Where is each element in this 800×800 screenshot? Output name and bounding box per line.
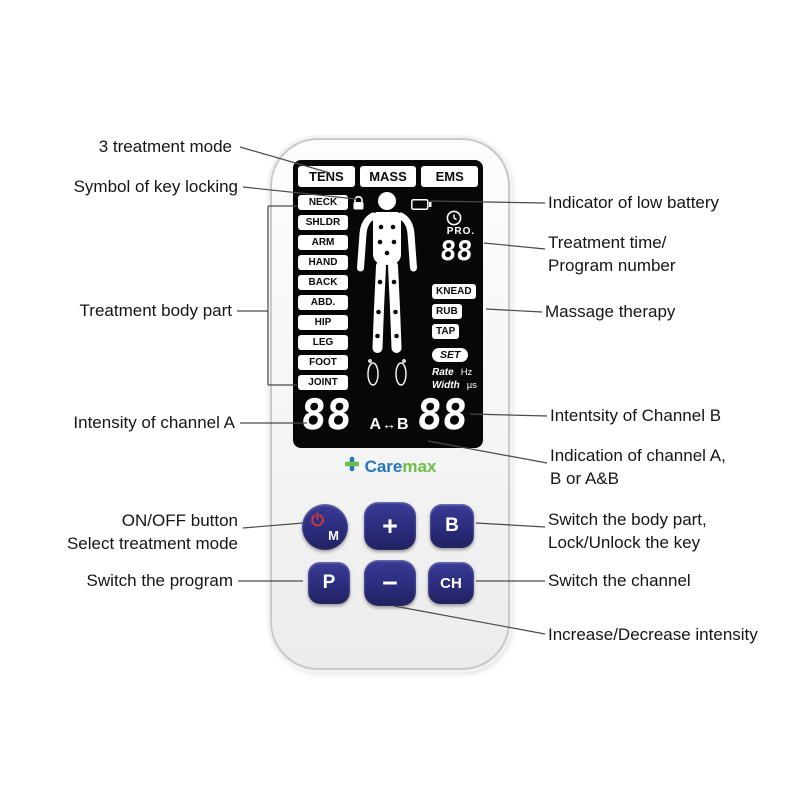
rate-unit: Hz bbox=[460, 367, 473, 378]
intensity-a-display: 88 bbox=[299, 390, 354, 439]
massage-therapy-list: KNEAD RUB TAP bbox=[432, 284, 476, 339]
annotation-intensity-channel-b: Intentsity of Channel B bbox=[550, 406, 722, 425]
body-part-item: LEG bbox=[298, 335, 348, 350]
power-icon bbox=[310, 512, 325, 530]
body-part-item: SHLDR bbox=[298, 215, 348, 230]
channel-button[interactable]: CH bbox=[428, 562, 474, 604]
body-part-item: NECK bbox=[298, 195, 348, 210]
body-part-item: BACK bbox=[298, 275, 348, 290]
body-part-item: FOOT bbox=[298, 355, 348, 370]
tens-device: TENS MASS EMS NECK SHLDR ARM HAND BACK A… bbox=[270, 138, 510, 670]
set-badge: SET bbox=[432, 348, 469, 362]
annotation-switch-channel: Switch the channel bbox=[548, 571, 691, 590]
increase-intensity-button[interactable]: + bbox=[364, 502, 416, 550]
body-figure bbox=[357, 192, 417, 386]
annotation-channel-indication: Indication of channel A, B or A&B bbox=[550, 446, 726, 488]
brand-name-care: Care bbox=[364, 456, 403, 476]
channel-arrow-icon: ↔ bbox=[382, 416, 396, 432]
width-label: Width bbox=[432, 380, 460, 391]
annotation-on-off-button: ON/OFF button Select treatment mode bbox=[66, 511, 238, 553]
body-part-item: JOINT bbox=[298, 375, 348, 390]
annotation-intensity-channel-a: Intensity of channel A bbox=[73, 413, 235, 432]
decrease-intensity-button[interactable]: − bbox=[364, 560, 416, 606]
treatment-mode-row: TENS MASS EMS bbox=[298, 166, 479, 187]
annotation-treatment-time: Treatment time/ Program number bbox=[548, 233, 676, 275]
annotation-switch-body-part: Switch the body part, Lock/Unlock the ke… bbox=[548, 510, 707, 552]
lock-icon bbox=[352, 195, 365, 216]
intensity-b-display: 88 bbox=[415, 390, 470, 439]
massage-item: KNEAD bbox=[432, 284, 476, 299]
channel-indicator: A↔B bbox=[351, 416, 427, 434]
lcd-screen: TENS MASS EMS NECK SHLDR ARM HAND BACK A… bbox=[293, 160, 483, 448]
power-mode-button[interactable]: M bbox=[302, 504, 348, 550]
massage-item: RUB bbox=[432, 304, 462, 319]
brand-name-max: max bbox=[402, 456, 437, 476]
body-part-item: ABD. bbox=[298, 295, 348, 310]
body-part-item: HIP bbox=[298, 315, 348, 330]
body-part-item: ARM bbox=[298, 235, 348, 250]
body-part-list: NECK SHLDR ARM HAND BACK ABD. HIP LEG FO… bbox=[298, 195, 348, 390]
rate-label: Rate bbox=[432, 367, 454, 378]
channel-a-label: A bbox=[369, 416, 381, 433]
mode-ems: EMS bbox=[421, 166, 479, 187]
annotation-switch-program: Switch the program bbox=[86, 571, 233, 590]
rate-row: Rate Hz bbox=[432, 367, 472, 378]
massage-item: TAP bbox=[432, 324, 460, 339]
low-battery-icon bbox=[411, 197, 432, 215]
clock-icon bbox=[446, 210, 462, 231]
mode-button-label: M bbox=[328, 528, 339, 543]
annotation-three-treatment-mode: 3 treatment mode bbox=[98, 137, 232, 156]
body-part-button[interactable]: B bbox=[430, 504, 474, 548]
annotation-increase-decrease: Increase/Decrease intensity bbox=[548, 625, 758, 644]
mode-mass: MASS bbox=[359, 166, 417, 187]
annotation-treatment-body-part: Treatment body part bbox=[79, 301, 232, 320]
annotation-massage-therapy: Massage therapy bbox=[545, 302, 676, 321]
program-label: PRO. bbox=[446, 226, 476, 237]
mode-tens: TENS bbox=[298, 166, 355, 187]
program-button[interactable]: P bbox=[308, 562, 350, 604]
footprint-icons bbox=[367, 359, 407, 386]
channel-b-label: B bbox=[397, 416, 409, 433]
medical-cross-icon bbox=[344, 456, 360, 477]
annotation-low-battery: Indicator of low battery bbox=[548, 193, 720, 212]
annotation-key-locking: Symbol of key locking bbox=[73, 177, 238, 196]
width-unit: µs bbox=[466, 380, 477, 391]
program-number-display: 88 bbox=[438, 236, 474, 267]
body-part-item: HAND bbox=[298, 255, 348, 270]
